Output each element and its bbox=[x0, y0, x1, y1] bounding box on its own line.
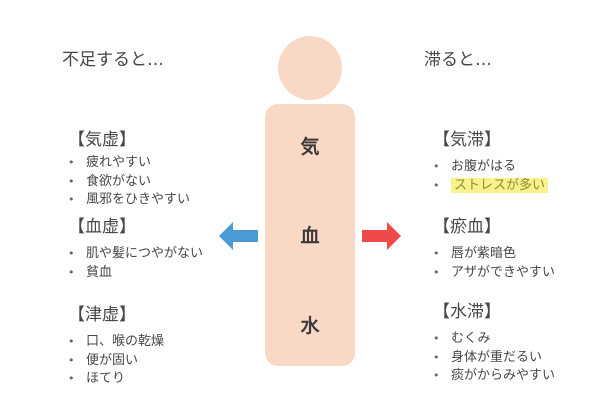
section-heading: 【瘀血】 bbox=[433, 217, 501, 237]
list-item: 食欲がない bbox=[68, 173, 190, 192]
section-heading: 【気虚】 bbox=[68, 130, 136, 150]
section-oketsu: 【瘀血】 唇が紫暗色 アザができやすい bbox=[433, 217, 555, 282]
right-arrow-icon bbox=[362, 222, 401, 250]
list-item: むくみ bbox=[433, 330, 555, 349]
list-item-highlighted: ストレスが多い bbox=[433, 177, 549, 196]
label-sui: 水 bbox=[300, 315, 320, 337]
figure-head bbox=[278, 36, 342, 100]
section-heading: 【津虚】 bbox=[68, 305, 136, 325]
left-arrow-icon bbox=[219, 222, 258, 250]
section-kitai: 【気滞】 お腹がはる ストレスが多い bbox=[433, 130, 549, 196]
section-kikyo: 【気虚】 疲れやすい 食欲がない 風邪をひきやすい bbox=[68, 130, 190, 210]
list-item: 貧血 bbox=[68, 264, 203, 283]
figure-body bbox=[265, 104, 355, 366]
list-item: 唇が紫暗色 bbox=[433, 245, 555, 264]
section-heading: 【水滞】 bbox=[433, 302, 501, 322]
list-item: 風邪をひきやすい bbox=[68, 191, 190, 210]
label-ki: 気 bbox=[300, 136, 320, 158]
list-item: お腹がはる bbox=[433, 158, 548, 177]
list-item: アザができやすい bbox=[433, 264, 555, 283]
section-heading: 【血虚】 bbox=[68, 217, 136, 237]
section-kekkyo: 【血虚】 肌や髪につやがない 貧血 bbox=[68, 217, 203, 282]
section-suitai: 【水滞】 むくみ 身体が重だるい 痰がからみやすい bbox=[433, 302, 555, 386]
list-item: ほてり bbox=[68, 370, 164, 389]
list-item: 痰がからみやすい bbox=[433, 367, 555, 386]
section-shinkyo: 【津虚】 口、喉の乾燥 便が固い ほてり bbox=[68, 305, 164, 389]
section-heading: 【気滞】 bbox=[433, 130, 501, 150]
left-title: 不足すると… bbox=[62, 50, 164, 70]
list-item: 口、喉の乾燥 bbox=[68, 333, 164, 352]
highlight: ストレスが多い bbox=[451, 177, 549, 193]
label-ketsu: 血 bbox=[300, 225, 320, 247]
list-item: 便が固い bbox=[68, 352, 164, 371]
right-title: 滞ると… bbox=[424, 50, 492, 70]
list-item: 身体が重だるい bbox=[433, 349, 555, 368]
list-item: 疲れやすい bbox=[68, 154, 190, 173]
list-item: 肌や髪につやがない bbox=[68, 245, 203, 264]
